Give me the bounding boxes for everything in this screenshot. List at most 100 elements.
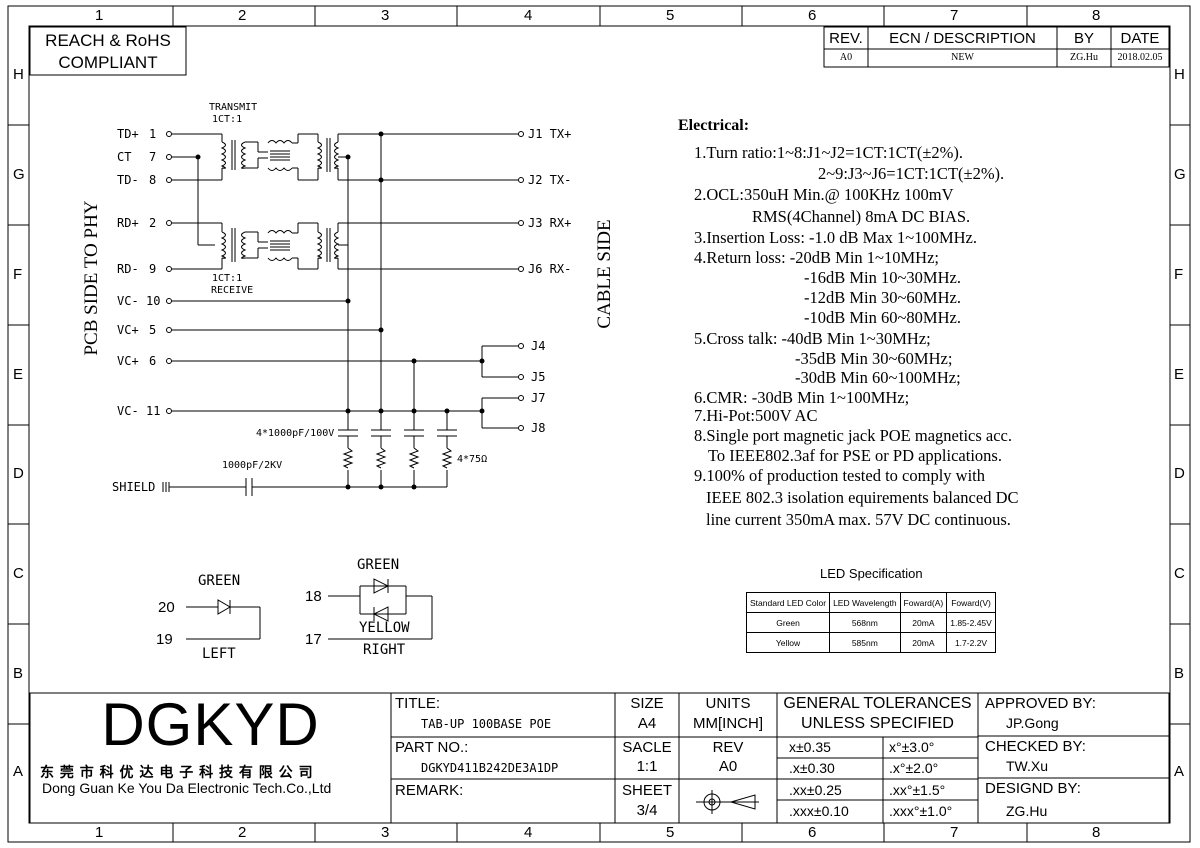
col-label: 3	[381, 824, 390, 841]
spec-line: -12dB Min 30~60MHz.	[804, 288, 961, 307]
spec-line: -30dB Min 60~100MHz;	[795, 368, 961, 387]
part-value: DGKYD411B242DE3A1DP	[421, 761, 559, 775]
pin-number: 9	[149, 262, 157, 276]
shield-cap-label: 1000pF/2KV	[222, 460, 283, 471]
led-right-symbol	[328, 578, 433, 640]
receive-ratio: 1CT:1	[212, 273, 243, 284]
company-name-cn: 东 莞 市 科 优 达 电 子 科 技 有 限 公 司	[40, 764, 314, 780]
spec-line: 4.Return loss: -20dB Min 1~10MHz;	[694, 248, 939, 267]
spec-line: RMS(4Channel) 8mA DC BIAS.	[752, 207, 971, 226]
pin-number: 2	[149, 216, 157, 230]
spec-line: line current 350mA max. 57V DC continuou…	[706, 510, 1011, 529]
led-left-pin-a: 20	[158, 599, 175, 616]
cable-pin-label: J4	[531, 339, 546, 353]
table-header-row: Standard LED Color LED Wavelength Foward…	[745, 592, 996, 613]
rev-value: A0	[718, 758, 738, 775]
tolerance-angular: x°±3.0°	[889, 739, 935, 755]
electrical-title: Electrical:	[678, 117, 750, 134]
pin-name: CT	[117, 150, 132, 164]
spec-line: 2.OCL:350uH Min.@ 100KHz 100mV	[694, 185, 954, 204]
spec-line: -35dB Min 30~60MHz;	[795, 349, 953, 368]
row-label: C	[1174, 565, 1185, 582]
col-label: 4	[524, 7, 533, 24]
led-right-color-top: GREEN	[357, 557, 400, 573]
cable-pin-label: J1 TX+	[528, 127, 572, 141]
by-value: ZG.Hu	[1069, 52, 1099, 63]
approved-label: APPROVED BY:	[985, 695, 1096, 712]
led-right-pin-a: 18	[305, 588, 322, 605]
title-label: TITLE:	[395, 695, 441, 712]
row-label: F	[13, 266, 23, 283]
row-label: A	[1174, 763, 1185, 780]
col-label: 1	[95, 7, 104, 24]
spec-line: -16dB Min 10~30MHz.	[804, 268, 961, 287]
table-cell: 20mA	[899, 612, 948, 633]
remark-label: REMARK:	[395, 782, 464, 799]
tolerance-linear: .xx±0.25	[789, 782, 842, 798]
pin-number: 7	[149, 150, 157, 164]
row-label: H	[13, 66, 24, 83]
date-value: 2018.02.05	[1117, 52, 1163, 63]
col-label: 7	[950, 824, 959, 841]
row-label: H	[1174, 66, 1185, 83]
tolerance-title-2: UNLESS SPECIFIED	[801, 715, 954, 732]
ecn-header: ECN / DESCRIPTION	[889, 30, 1036, 47]
company-logo: DGKYD	[101, 691, 320, 758]
led-right-pin-b: 17	[305, 631, 322, 648]
pin-name: RD-	[117, 262, 139, 276]
tolerance-linear: x±0.35	[789, 739, 831, 755]
pin-name: VC+	[117, 354, 139, 368]
led-left-color: GREEN	[198, 573, 241, 589]
col-label: 1	[95, 824, 104, 841]
row-label: B	[1174, 665, 1185, 682]
table-cell: 1.85-2.45V	[946, 612, 996, 633]
table-header-cell: Standard LED Color	[745, 592, 831, 613]
pin-name: TD+	[117, 127, 139, 141]
tolerance-angular: .xx°±1.5°	[889, 782, 946, 798]
cable-pin-label: J5	[531, 370, 546, 384]
pin-name: TD-	[117, 173, 139, 187]
cable-pin-label: J8	[531, 421, 546, 435]
row-label: D	[13, 465, 24, 482]
pin-name: VC-	[117, 404, 139, 418]
led-left-pin-b: 19	[156, 631, 173, 648]
rev-header: REV.	[829, 30, 863, 47]
row-label: E	[1174, 366, 1185, 383]
cable-pin-label: J6 RX-	[528, 262, 572, 276]
pin-number: 6	[149, 354, 157, 368]
units-label: UNITS	[705, 695, 751, 712]
table-header-cell: Foward(A)	[899, 592, 948, 613]
table-header-cell: Foward(V)	[946, 592, 996, 613]
tolerance-angular: .xxx°±1.0°	[889, 803, 953, 819]
spec-line: 1.Turn ratio:1~8:J1~J2=1CT:1CT(±2%).	[694, 143, 963, 162]
table-cell: 1.7-2.2V	[946, 632, 996, 653]
checked-label: CHECKED BY:	[985, 738, 1086, 755]
col-label: 3	[381, 7, 390, 24]
termination-network	[338, 429, 457, 487]
spec-line: 7.Hi-Pot:500V AC	[694, 406, 818, 425]
spec-line: To IEEE802.3af for PSE or PD application…	[708, 446, 1002, 465]
shield-label: SHIELD	[112, 480, 156, 494]
junction-dots	[195, 131, 485, 490]
pin-name: VC+	[117, 323, 139, 337]
rev-label: REV	[712, 739, 744, 756]
row-label: A	[13, 763, 24, 780]
shield-connection	[162, 478, 447, 496]
row-label: D	[1174, 465, 1185, 482]
row-label: G	[13, 166, 25, 183]
rev-value: A0	[839, 52, 853, 63]
led-spec-table: Standard LED Color LED Wavelength Foward…	[745, 592, 996, 653]
pcb-side-label: PCB SIDE TO PHY	[81, 200, 102, 356]
pin-name: RD+	[117, 216, 139, 230]
company-name-en: Dong Guan Ke You Da Electronic Tech.Co.,…	[42, 780, 332, 796]
spec-line: 9.100% of production tested to comply wi…	[694, 466, 985, 485]
units-value: MM[INCH]	[693, 715, 763, 732]
poe-bus-lines	[172, 134, 518, 430]
scale-value: 1:1	[636, 758, 658, 775]
row-label: E	[13, 366, 24, 383]
tolerance-angular: .x°±2.0°	[889, 760, 939, 776]
title-value: TAB-UP 100BASE POE	[421, 717, 552, 731]
pin-name: VC-	[117, 294, 139, 308]
table-cell: Yellow	[745, 632, 831, 653]
col-label: 5	[666, 7, 675, 24]
